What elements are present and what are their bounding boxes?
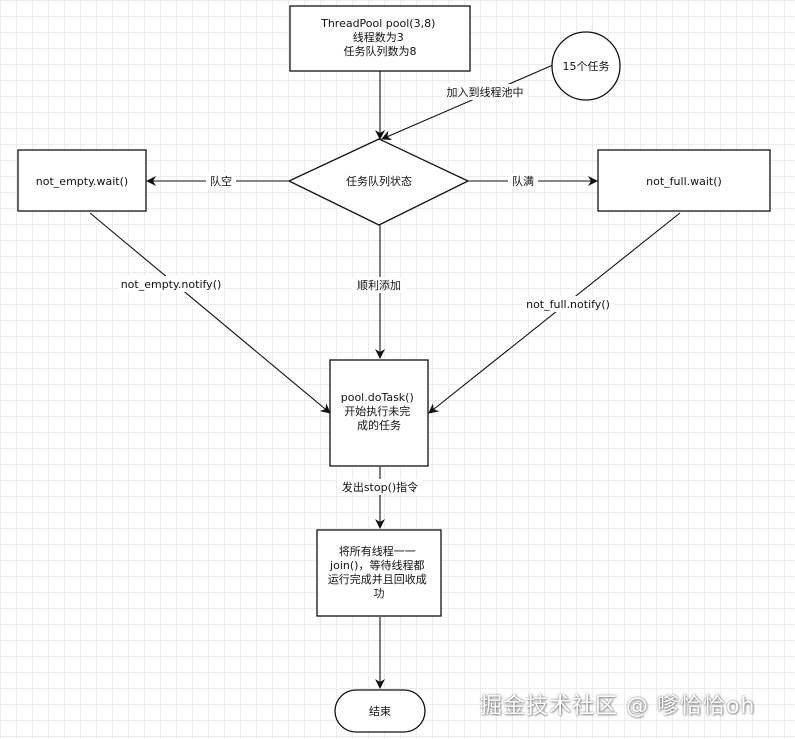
edge-label-stop-cmd: 发出stop()指令	[337, 479, 423, 495]
do-task-line: 成的任务	[357, 418, 401, 432]
svg-text:15个任务: 15个任务	[563, 60, 610, 73]
svg-text:发出stop()指令: 发出stop()指令	[342, 480, 418, 494]
edge-label-not-empty-notify: not_empty.notify()	[118, 276, 224, 292]
svg-text:ThreadPool pool(3,8) 线程数: ThreadPool pool(3,8) 线程数为3 任务队列数为8	[320, 17, 439, 58]
start-box-line: 线程数为3	[353, 30, 404, 44]
svg-text:not_empty.notify(): not_empty.notify()	[121, 278, 222, 291]
svg-text:pool.doTask() 开始执行未完: pool.doTask() 开始执行未完 成的任务	[341, 391, 418, 432]
start-box-line: ThreadPool pool(3,8)	[320, 17, 435, 30]
svg-text:not_full.notify(): not_full.notify()	[526, 298, 610, 311]
svg-text:队满: 队满	[512, 174, 534, 188]
node-start-box: ThreadPool pool(3,8) 线程数为3 任务队列数为8	[289, 5, 471, 72]
svg-text:顺利添加: 顺利添加	[357, 278, 401, 292]
join-box-line: join()，等待线程都	[329, 558, 424, 572]
edge-label-queue-full: 队满	[508, 173, 538, 189]
node-not-full-wait: not_full.wait()	[597, 149, 771, 212]
do-task-line: 开始执行未完	[344, 404, 410, 418]
edge-label-not-full-notify: not_full.notify()	[522, 296, 614, 312]
svg-text:队空: 队空	[210, 174, 232, 188]
edge-not-empty-wait-to-do-task	[89, 212, 331, 414]
start-box-line: 任务队列数为8	[344, 44, 417, 58]
join-box-line: 运行完成并且回收成	[328, 572, 427, 586]
node-end-terminator: 结束	[334, 689, 426, 733]
node-join-box: 将所有线程一一 join()，等待线程都 运行完成并且回收成 功	[316, 529, 442, 617]
svg-text:加入到线程池中: 加入到线程池中	[447, 85, 524, 99]
edge-label-queue-empty: 队空	[206, 173, 236, 189]
node-do-task: pool.doTask() 开始执行未完 成的任务	[329, 359, 429, 467]
svg-text:任务队列状态: 任务队列状态	[346, 174, 412, 188]
svg-text:not_full.wait(): not_full.wait()	[646, 175, 722, 188]
watermark: 掘金技术社区 @ 嗲恰恰oh	[480, 694, 756, 719]
svg-text:not_empty.wait(): not_empty.wait()	[36, 175, 128, 188]
node-not-empty-wait: not_empty.wait()	[17, 149, 147, 212]
svg-text:结束: 结束	[369, 705, 391, 718]
edge-label-add-to-pool: 加入到线程池中	[442, 84, 528, 100]
join-box-line: 将所有线程一一	[339, 544, 416, 558]
svg-text:将所有线程一一 join()，等待线程都: 将所有线程一一 join()，等待线程都 运行完成并且回收成 功	[328, 544, 431, 600]
do-task-line: pool.doTask()	[341, 391, 414, 404]
edge-label-add-success: 顺利添加	[352, 277, 406, 293]
node-queue-state-decision: 任务队列状态	[287, 138, 470, 226]
edge-not-full-wait-to-do-task	[428, 212, 681, 414]
edge-tasks-to-queue	[381, 64, 554, 141]
join-box-line: 功	[374, 587, 385, 600]
node-tasks-circle: 15个任务	[551, 31, 621, 101]
